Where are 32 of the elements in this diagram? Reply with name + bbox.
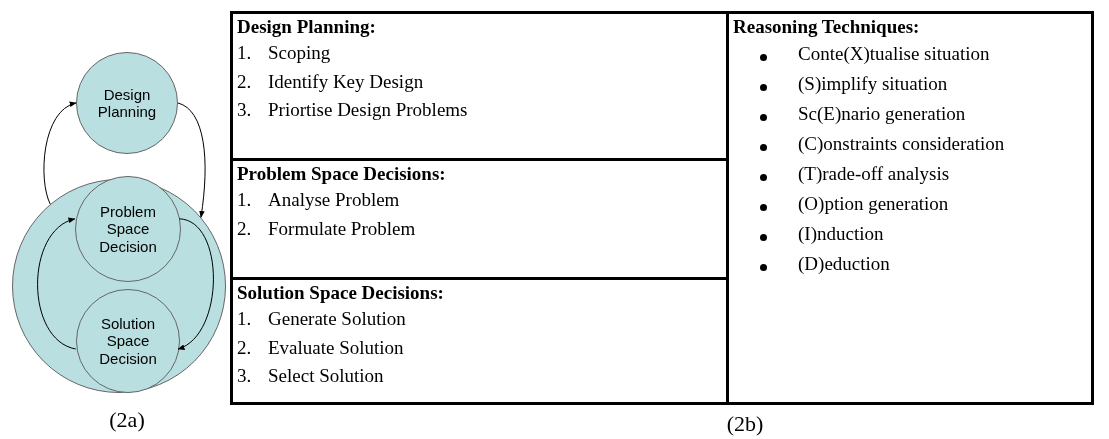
table-cell bbox=[726, 11, 1094, 405]
arrow bbox=[177, 218, 214, 350]
list-item: (I)nduction bbox=[798, 222, 885, 246]
list-item: 2. Formulate Problem bbox=[237, 216, 417, 241]
list-item: 1. Scoping bbox=[237, 41, 332, 65]
list-item: 1. Generate Solution bbox=[237, 307, 407, 331]
cell-heading: Solution Space Decisions: bbox=[237, 281, 445, 305]
circle-label: Design Planning bbox=[96, 85, 158, 121]
circle-label: Solution Space Decision bbox=[98, 315, 158, 367]
circle-label: Problem Space Decision bbox=[98, 203, 158, 255]
arrow bbox=[177, 102, 206, 218]
list-item: 1. Analyse Problem bbox=[237, 188, 401, 212]
arrow bbox=[43, 102, 77, 205]
list-item: (C)onstraints consideration bbox=[798, 132, 1006, 156]
figure-caption: (2b) bbox=[726, 411, 764, 437]
list-item: 2. Identify Key Design bbox=[237, 69, 425, 94]
list-item: Sc(E)nario generation bbox=[798, 102, 967, 126]
list-item: (S)implify situation bbox=[798, 72, 949, 96]
cell-heading: Problem Space Decisions: bbox=[237, 162, 447, 186]
arrow bbox=[37, 218, 77, 350]
list-item: 3. Select Solution bbox=[237, 364, 385, 388]
table-cell bbox=[230, 277, 729, 405]
list-item: 3. Priortise Design Problems bbox=[237, 98, 469, 122]
list-item: (D)eduction bbox=[798, 252, 891, 276]
figure-caption: (2a) bbox=[109, 407, 145, 433]
cell-heading: Design Planning: bbox=[237, 15, 377, 39]
list-item: 2. Evaluate Solution bbox=[237, 335, 405, 360]
list-item: (O)ption generation bbox=[798, 192, 950, 216]
table-cell bbox=[230, 11, 729, 161]
list-item: (T)rade-off analysis bbox=[798, 162, 951, 186]
list-item: Conte(X)tualise situation bbox=[798, 42, 991, 66]
cell-heading: Reasoning Techniques: bbox=[733, 15, 921, 39]
